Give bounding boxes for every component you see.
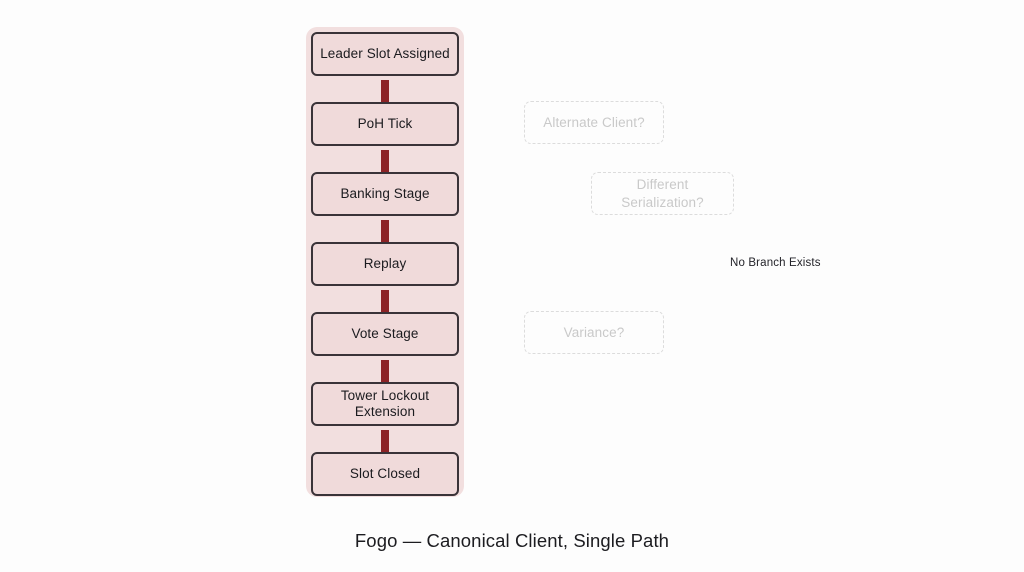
stage-label: Replay xyxy=(363,256,407,272)
ghost-box-alternate-client: Alternate Client? xyxy=(524,101,664,144)
annotation-label: No Branch Exists xyxy=(730,257,821,269)
caption-text: Fogo — Canonical Client, Single Path xyxy=(354,530,670,551)
stage-label: Vote Stage xyxy=(351,326,419,342)
stage-box-poh-tick[interactable]: PoH Tick xyxy=(311,102,459,146)
stage-label: Tower Lockout Extension xyxy=(340,387,430,419)
stage-box-banking-stage[interactable]: Banking Stage xyxy=(311,172,459,216)
stage-box-vote-stage[interactable]: Vote Stage xyxy=(311,312,459,356)
stage-box-leader-slot-assigned[interactable]: Leader Slot Assigned xyxy=(311,32,459,76)
stage-label: Slot Closed xyxy=(349,466,421,482)
ghost-box-label: Alternate Client? xyxy=(543,114,645,130)
stage-box-replay[interactable]: Replay xyxy=(311,242,459,286)
stage-label: Banking Stage xyxy=(340,186,430,202)
pipeline-container: Leader Slot Assigned PoH Tick Banking St… xyxy=(306,27,464,497)
stage-box-tower-lockout-extension[interactable]: Tower Lockout Extension xyxy=(311,382,459,426)
stage-label: PoH Tick xyxy=(357,116,413,132)
ghost-box-different-serialization: Different Serialization? xyxy=(591,172,734,215)
diagram-caption: Fogo — Canonical Client, Single Path xyxy=(0,530,1024,552)
annotation-no-branch-exists: No Branch Exists xyxy=(730,257,821,269)
stage-label: Leader Slot Assigned xyxy=(320,46,450,62)
ghost-box-label: Different Serialization? xyxy=(621,177,704,210)
ghost-box-label: Variance? xyxy=(563,324,625,340)
stage-box-slot-closed[interactable]: Slot Closed xyxy=(311,452,459,496)
ghost-box-variance: Variance? xyxy=(524,311,664,354)
